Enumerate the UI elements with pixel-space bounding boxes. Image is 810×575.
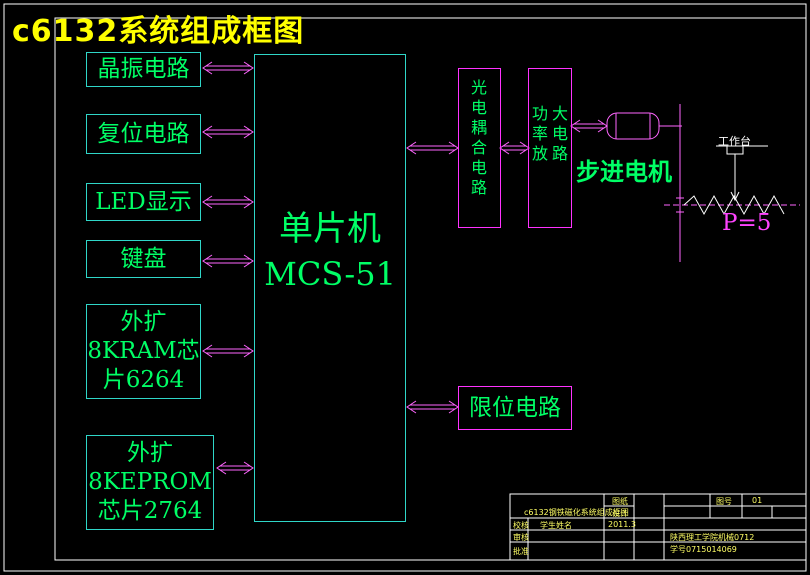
ram-label: 外扩 8KRAM芯 片6264 <box>87 309 200 393</box>
title-block-sheet: 01 <box>752 496 763 505</box>
arrow-mcu-opto <box>406 141 459 155</box>
limit-circuit-block: 限位电路 <box>458 386 572 430</box>
title-block-drawing-name: c6132钢铁磁化系统组成框图 <box>524 508 629 517</box>
title-block-grid <box>509 493 807 561</box>
crystal-oscillator-block: 晶振电路 <box>86 52 201 87</box>
arrow-opto-amp <box>499 141 530 155</box>
title-block-r2c1: 校核 <box>513 521 529 530</box>
reset-circuit-label: 复位电路 <box>97 120 190 147</box>
mcu-label-cn: 单片机 <box>279 209 381 249</box>
arrow-crystal <box>202 61 254 75</box>
title-block-date: 2011.3 <box>608 520 636 529</box>
title-block-student-id: 学号0715014069 <box>670 545 737 554</box>
eprom-block: 外扩 8KEPROM 芯片2764 <box>86 435 214 530</box>
power-amp-label-col1: 功率放 <box>531 104 548 163</box>
optocoupler-block <box>458 68 501 228</box>
crystal-oscillator-label: 晶振电路 <box>97 56 190 83</box>
mcu-block: 单片机 MCS-51 <box>254 54 406 522</box>
arrow-reset <box>202 125 254 139</box>
power-amp-label-col2: 大电路 <box>551 104 568 163</box>
power-amp-block <box>528 68 572 228</box>
title-block-r1c2: 设计 <box>612 509 628 518</box>
page-title: c6132系统组成框图 <box>12 14 305 49</box>
arrow-mcu-limit <box>406 400 459 414</box>
ram-block: 外扩 8KRAM芯 片6264 <box>86 304 201 399</box>
title-block-r4c1: 批准 <box>513 547 529 556</box>
eprom-label: 外扩 8KEPROM 芯片2764 <box>88 440 212 524</box>
mcu-label-model: MCS-51 <box>264 255 396 293</box>
title-block-r1c1: 图纸 <box>612 497 628 506</box>
drawing-frame <box>54 17 807 561</box>
arrow-amp-motor <box>570 119 608 133</box>
stepper-motor-label: 步进电机 <box>576 158 672 186</box>
keyboard-block: 键盘 <box>86 240 201 278</box>
arrow-led <box>202 195 254 209</box>
title-block-r2c2: 学生姓名 <box>540 521 572 530</box>
optocoupler-label: 光电耦合电路 <box>470 78 487 197</box>
reset-circuit-block: 复位电路 <box>86 114 201 154</box>
arrow-eprom <box>216 461 254 475</box>
title-block-r3c1: 审核 <box>513 533 529 542</box>
left-arrows <box>202 61 254 475</box>
arrow-keyboard <box>202 254 254 268</box>
keyboard-label: 键盘 <box>120 245 167 272</box>
lead-screw-drawing <box>683 145 785 216</box>
arrow-ram <box>202 344 254 358</box>
led-display-block: LED显示 <box>86 183 201 221</box>
title-block-school: 陕西理工学院机械0712 <box>670 533 755 542</box>
title-block-r1c3: 图号 <box>716 497 732 506</box>
stepper-motor-drawing <box>606 104 800 262</box>
pitch-label: P=5 <box>722 210 772 236</box>
limit-circuit-label: 限位电路 <box>469 394 561 421</box>
worktable-label: 工作台 <box>718 135 751 148</box>
led-display-label: LED显示 <box>95 188 192 215</box>
